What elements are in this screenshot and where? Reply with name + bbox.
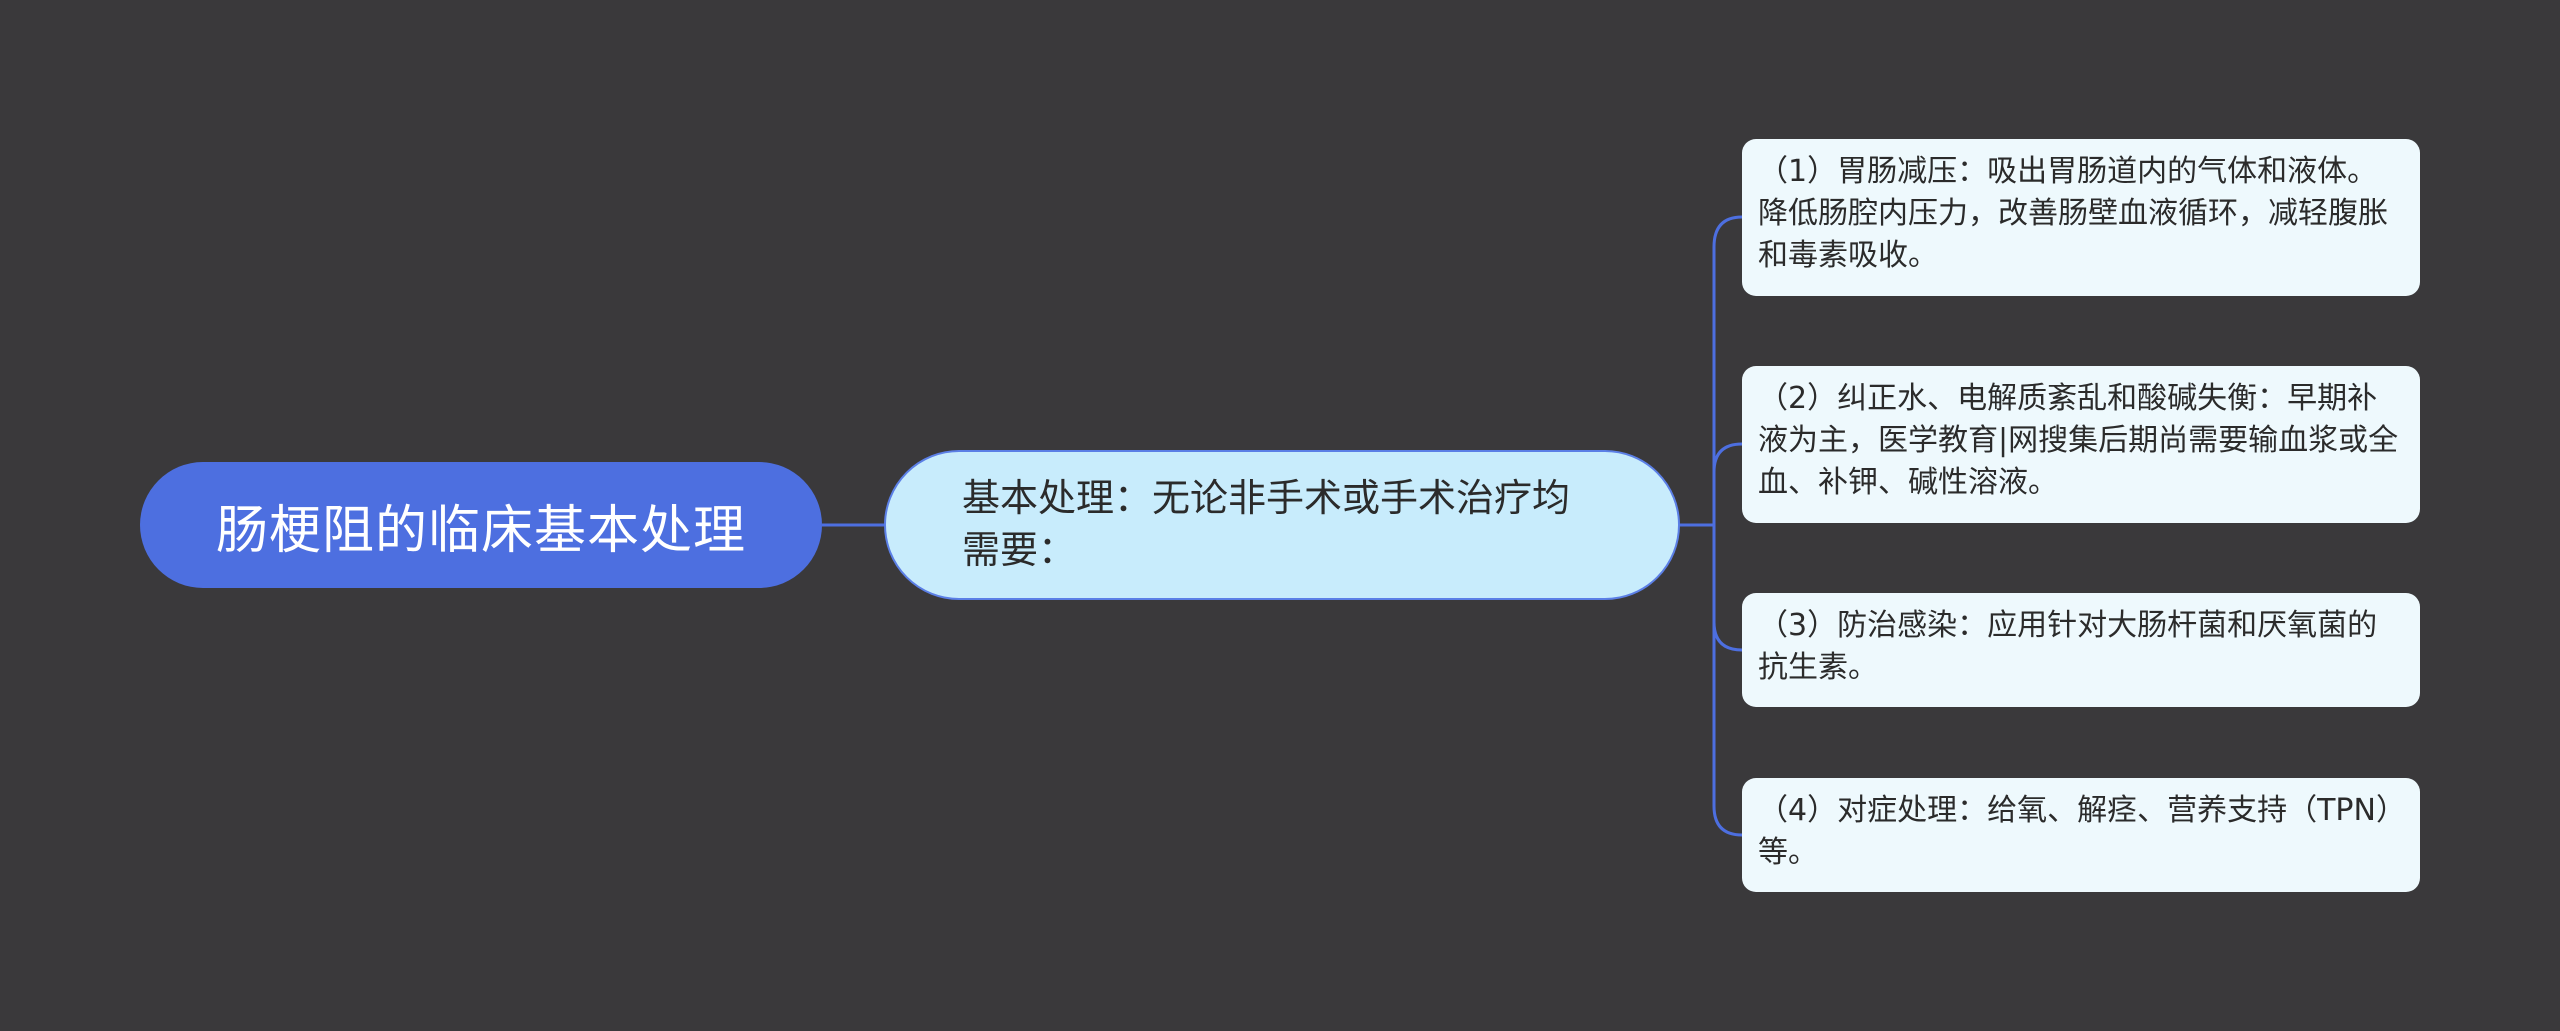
- subtopic-node-4[interactable]: （4）对症处理：给氧、解痉、营养支持（TPN）等。: [1742, 778, 2420, 892]
- subtopic-label-2: （2）纠正水、电解质紊乱和酸碱失衡：早期补液为主，医学教育|网搜集后期尚需要输血…: [1758, 381, 2399, 500]
- subtopic-label-1: （1）胃肠减压：吸出胃肠道内的气体和液体。降低肠腔内压力，改善肠壁血液循环，减轻…: [1758, 154, 2388, 273]
- connector-to-leaf-3: [1712, 525, 1743, 652]
- connector-to-leaf-1: [1712, 215, 1743, 525]
- subtopic-label-3: （3）防治感染：应用针对大肠杆菌和厌氧菌的抗生素。: [1758, 608, 2378, 685]
- subtopic-node-1[interactable]: （1）胃肠减压：吸出胃肠道内的气体和液体。降低肠腔内压力，改善肠壁血液循环，减轻…: [1742, 139, 2420, 296]
- subtopic-node-3[interactable]: （3）防治感染：应用针对大肠杆菌和厌氧菌的抗生素。: [1742, 593, 2420, 707]
- subtopic-node-2[interactable]: （2）纠正水、电解质紊乱和酸碱失衡：早期补液为主，医学教育|网搜集后期尚需要输血…: [1742, 366, 2420, 523]
- connector-to-leaf-2: [1712, 442, 1743, 525]
- connector-to-leaf-4: [1712, 525, 1743, 837]
- subtopic-label-4: （4）对症处理：给氧、解痉、营养支持（TPN）等。: [1758, 793, 2406, 870]
- root-topic-label: 肠梗阻的临床基本处理: [215, 500, 746, 561]
- main-topic-node[interactable]: 基本处理：无论非手术或手术治疗均需要：: [884, 450, 1680, 600]
- root-topic-node[interactable]: 肠梗阻的临床基本处理: [140, 462, 822, 588]
- main-topic-label: 基本处理：无论非手术或手术治疗均需要：: [962, 476, 1571, 572]
